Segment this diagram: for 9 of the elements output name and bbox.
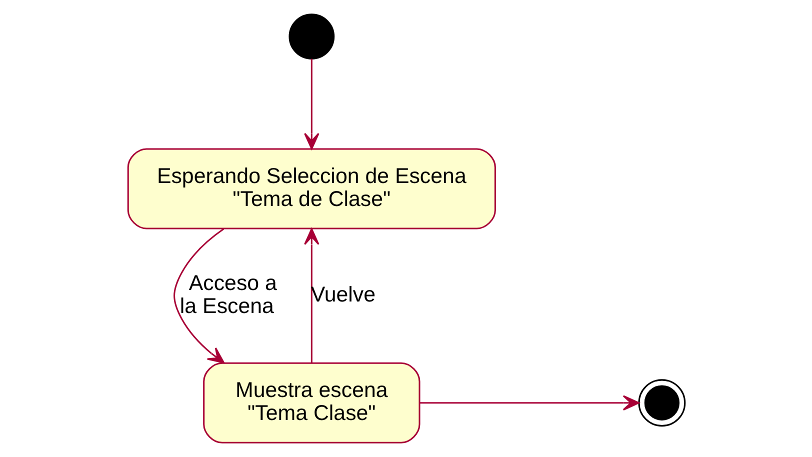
arrow [173,228,224,364]
arrow [304,58,319,150]
arrow [304,228,319,363]
arrow [419,395,640,411]
node-circle [288,14,334,60]
node-circle [638,379,686,427]
node-box: Esperando Seleccion de Escena "Tema de Clase" [126,148,496,230]
edge-label: Acceso a la Escena [179,270,276,318]
node-box: Muestra escena "Tema Clase" [202,362,420,444]
